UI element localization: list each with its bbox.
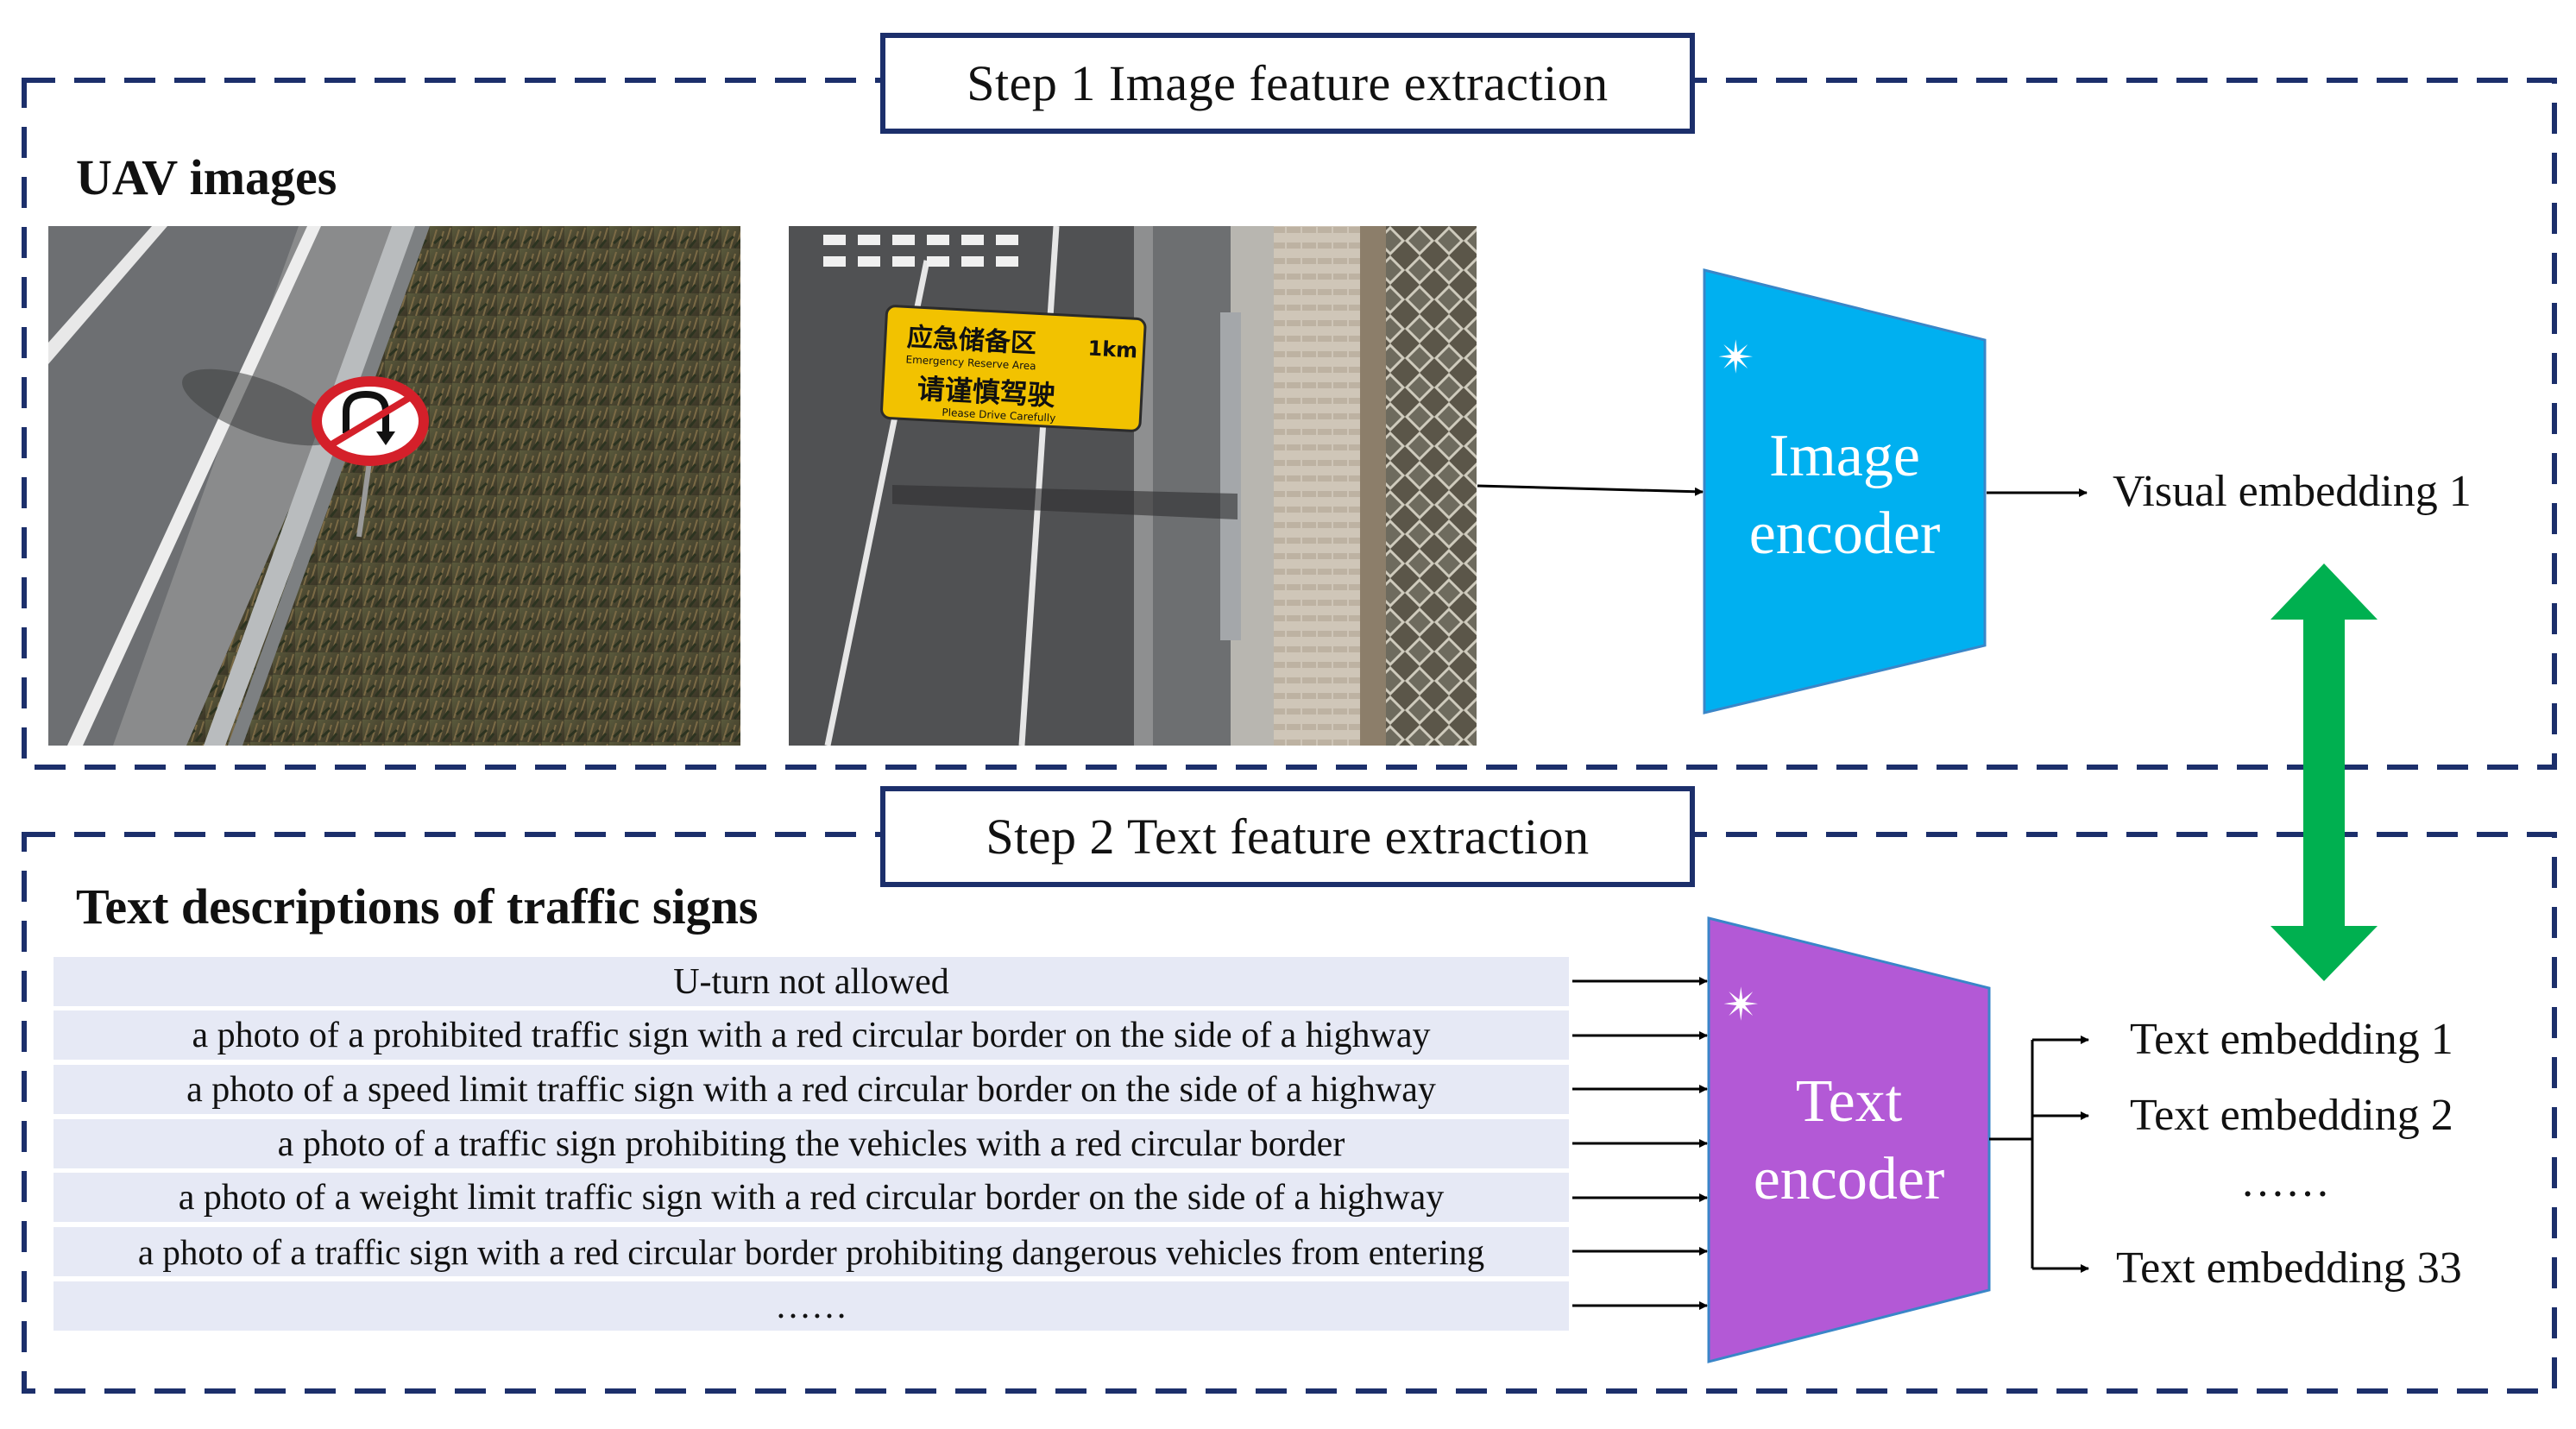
description-row: …… [54, 1281, 1569, 1331]
svg-text:Please Drive Carefully: Please Drive Carefully [942, 406, 1056, 425]
no-u-turn-sign-icon [312, 376, 429, 466]
uav-photo-2: 应急储备区 1km Emergency Reserve Area 请谨慎驾驶 P… [789, 226, 1477, 746]
text-encoder-line2: encoder [1753, 1145, 1945, 1212]
description-row: a photo of a traffic sign with a red cir… [54, 1227, 1569, 1276]
text-embedding-label: Text embedding 2 [2130, 1091, 2453, 1140]
text-descriptions-heading: Text descriptions of traffic signs [76, 878, 759, 935]
uav-images-heading: UAV images [76, 149, 337, 205]
image-encoder-line1: Image [1769, 423, 1920, 489]
text-encoder-shape [1707, 916, 1991, 1363]
image-encoder-sparkle-icon: ✴ [1717, 334, 1755, 383]
text-embedding-arrows [1989, 1036, 2089, 1273]
description-arrows [1572, 977, 1708, 1310]
svg-text:应急储备区: 应急储备区 [906, 323, 1037, 360]
double-arrow-icon [2271, 563, 2378, 981]
description-row: a photo of a prohibited traffic sign wit… [54, 1010, 1569, 1060]
uav-photo-1 [48, 226, 740, 746]
text-embedding-label: Text embedding 1 [2130, 1015, 2453, 1064]
visual-embedding-label: Visual embedding 1 [2113, 467, 2472, 516]
text-embedding-ellipsis: …… [2240, 1157, 2330, 1206]
step2-title: Step 2 Text feature extraction [880, 786, 1695, 887]
description-row: a photo of a speed limit traffic sign wi… [54, 1065, 1569, 1114]
image-encoder-shape [1703, 268, 1987, 714]
description-row: a photo of a traffic sign prohibiting th… [54, 1119, 1569, 1168]
svg-text:1km: 1km [1087, 337, 1138, 363]
step1-title: Step 1 Image feature extraction [880, 33, 1695, 134]
text-encoder-label: Text encoder [1709, 1063, 1989, 1218]
image-encoder-label: Image encoder [1704, 418, 1985, 572]
image-encoder-line2: encoder [1748, 500, 1941, 567]
text-encoder-sparkle-icon: ✴ [1723, 981, 1760, 1030]
emergency-area-sign-icon: 应急储备区 1km Emergency Reserve Area 请谨慎驾驶 P… [880, 305, 1147, 432]
image-to-encoder-arrow [1477, 484, 1704, 496]
svg-text:请谨慎驾驶: 请谨慎驾驶 [916, 372, 1056, 412]
text-embedding-label: Text embedding 33 [2116, 1243, 2462, 1293]
description-row: U-turn not allowed [54, 957, 1569, 1006]
text-encoder-line1: Text [1795, 1068, 1903, 1135]
description-row: a photo of a weight limit traffic sign w… [54, 1173, 1569, 1222]
